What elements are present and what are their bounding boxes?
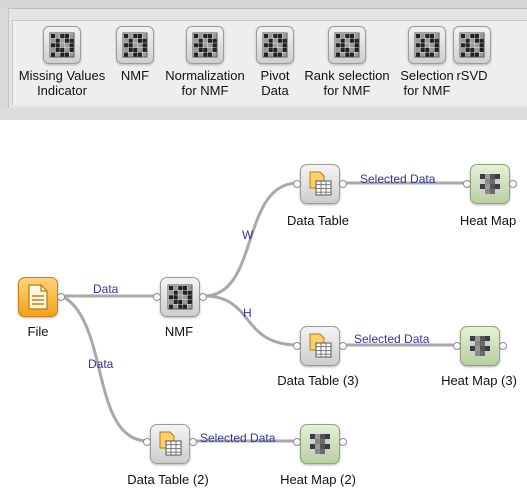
data-table-icon: [300, 326, 340, 366]
tool-missing-values-indicator[interactable]: Missing Values Indicator: [14, 26, 110, 98]
node-data-table-2[interactable]: [150, 424, 190, 464]
matrix-icon: [186, 26, 224, 64]
link-label-selected-data: Selected Data: [360, 172, 436, 186]
tool-rsvd[interactable]: rSVD: [440, 26, 504, 83]
node-heat-map-2-label: Heat Map (2): [280, 472, 356, 487]
node-data-table-3[interactable]: [300, 326, 340, 366]
node-data-table-2-input-anchor[interactable]: [143, 438, 151, 446]
heat-map-icon: [460, 326, 500, 366]
matrix-icon: [116, 26, 154, 64]
node-heat-map-output-anchor[interactable]: [509, 180, 517, 188]
toolbox-left-bar: [0, 8, 9, 108]
tool-rank-selection-for-nmf[interactable]: Rank selection for NMF: [299, 26, 395, 98]
tool-label-line2: for NMF: [181, 83, 229, 98]
node-heat-map-3-output-anchor[interactable]: [499, 342, 507, 350]
file-icon: [18, 277, 58, 317]
link-file-datatable2: [60, 294, 150, 443]
node-nmf-label: NMF: [164, 324, 194, 339]
matrix-icon: [328, 26, 366, 64]
link-label-selected-data-3: Selected Data: [354, 332, 430, 346]
node-heat-map-3-input-anchor[interactable]: [453, 342, 461, 350]
workflow-canvas[interactable]: Data Data W H Selected Data Selected Dat…: [0, 121, 527, 497]
node-data-table-input-anchor[interactable]: [293, 180, 301, 188]
toolbox-bottom-border: [0, 108, 527, 120]
link-label-h: H: [243, 306, 252, 320]
node-data-table-3-output-anchor[interactable]: [339, 342, 347, 350]
toolbox-top-border: [0, 0, 527, 9]
heat-map-icon: [300, 424, 340, 464]
node-data-table-label: Data Table: [287, 213, 349, 228]
matrix-icon: [43, 26, 81, 64]
node-nmf[interactable]: [160, 277, 200, 317]
node-file[interactable]: [18, 277, 58, 317]
tool-label-line2: Data: [261, 83, 289, 98]
link-nmf-datatable: [202, 181, 300, 298]
node-data-table-2-label: Data Table (2): [127, 472, 209, 487]
node-data-table-3-label: Data Table (3): [277, 373, 359, 388]
node-file-output-anchor[interactable]: [57, 293, 65, 301]
tool-label-line1: rSVD: [456, 68, 488, 83]
tool-label-line2: Indicator: [37, 83, 87, 98]
widget-toolbox: Missing Values Indicator NMF Normalizati…: [0, 0, 527, 120]
heat-map-icon: [470, 164, 510, 204]
tool-label-line2: for NMF: [403, 83, 451, 98]
node-nmf-output-anchor[interactable]: [199, 293, 207, 301]
tool-label-line1: Normalization: [165, 68, 245, 83]
matrix-icon: [408, 26, 446, 64]
node-data-table-2-output-anchor[interactable]: [189, 438, 197, 446]
node-heat-map-2-input-anchor[interactable]: [293, 438, 301, 446]
node-file-label: File: [27, 324, 49, 339]
node-heat-map-input-anchor[interactable]: [463, 180, 471, 188]
node-heat-map[interactable]: [470, 164, 510, 204]
tool-normalization-for-nmf[interactable]: Normalization for NMF: [157, 26, 253, 98]
data-table-icon: [300, 164, 340, 204]
link-label-w: W: [242, 228, 254, 242]
node-data-table-3-input-anchor[interactable]: [293, 342, 301, 350]
node-heat-map-2-output-anchor[interactable]: [339, 438, 347, 446]
link-label-file-nmf: Data: [93, 282, 119, 296]
link-label-file-datatable2: Data: [88, 357, 114, 371]
tool-label-line1: Selection: [400, 68, 454, 83]
tool-pivot-data[interactable]: Pivot Data: [227, 26, 323, 98]
data-table-icon: [150, 424, 190, 464]
matrix-icon: [160, 277, 200, 317]
tool-nmf[interactable]: NMF: [87, 26, 183, 83]
node-heat-map-3[interactable]: [460, 326, 500, 366]
tool-label-line1: Missing Values: [18, 68, 106, 83]
node-heat-map-3-label: Heat Map (3): [441, 373, 517, 388]
tool-label-line2: for NMF: [323, 83, 371, 98]
node-data-table-output-anchor[interactable]: [339, 180, 347, 188]
tool-label-line1: Pivot: [260, 68, 290, 83]
matrix-icon: [256, 26, 294, 64]
node-data-table[interactable]: [300, 164, 340, 204]
tool-selection-for-nmf[interactable]: Selection for NMF: [379, 26, 475, 98]
node-nmf-input-anchor[interactable]: [153, 293, 161, 301]
link-label-selected-data-2: Selected Data: [200, 431, 276, 445]
link-nmf-datatable3: [202, 294, 300, 347]
node-heat-map-label: Heat Map: [459, 213, 517, 228]
matrix-icon: [453, 26, 491, 64]
tool-label-line1: Rank selection: [304, 68, 390, 83]
node-heat-map-2[interactable]: [300, 424, 340, 464]
tool-label-line1: NMF: [120, 68, 150, 83]
